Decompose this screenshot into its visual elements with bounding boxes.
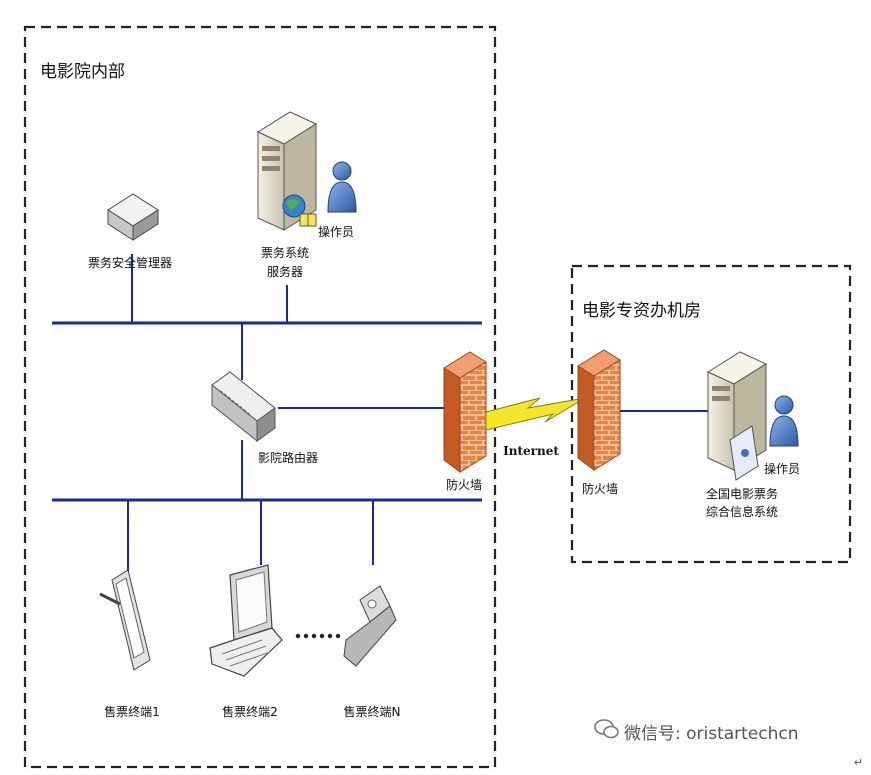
ticket-server-label-1: 票务系统 (260, 246, 310, 260)
ticket-security-manager-icon (107, 193, 159, 241)
terminal-2-icon (209, 564, 283, 677)
ellipsis-dots (295, 633, 341, 639)
ticket-server-icon (256, 111, 318, 231)
cinema-zone-border (23, 25, 497, 769)
operator-2-label: 操作员 (764, 462, 801, 476)
router-icon (211, 371, 276, 443)
national-system-label-2: 综合信息系统 (705, 505, 779, 519)
firewall-cinema-icon (443, 351, 487, 473)
ticket-security-label: 票务安全管理器 (87, 256, 173, 270)
wechat-icon (594, 719, 619, 739)
ticket-server-label-2: 服务器 (266, 265, 304, 279)
operator-2-icon (769, 395, 799, 447)
terminal-1-icon (99, 569, 151, 671)
corner-mark: ↵ (853, 756, 863, 769)
cinema-zone-title: 电影院内部 (40, 62, 125, 82)
ellipsis-label: …… (297, 620, 321, 636)
router-label: 影院路由器 (258, 451, 319, 465)
watermark-text: 微信号: oristartechcn (624, 724, 799, 744)
internet-label: Internet (503, 444, 559, 458)
firewall-cinema-label: 防火墙 (445, 478, 483, 492)
internet-lightning-icon (485, 397, 586, 431)
firewall-office-icon (577, 349, 621, 471)
national-system-label-1: 全国电影票务 (705, 487, 779, 501)
terminal-2-label: 售票终端2 (222, 705, 278, 719)
operator-1-icon (327, 161, 357, 213)
terminal-n-label: 售票终端N (343, 705, 401, 719)
national-system-server-icon (706, 351, 768, 481)
firewall-office-label: 防火墙 (581, 482, 619, 496)
office-zone-border (570, 264, 852, 564)
operator-1-label: 操作员 (318, 225, 355, 239)
office-zone-title: 电影专资办机房 (582, 301, 701, 321)
terminal-n-icon (343, 585, 397, 667)
terminal-1-label: 售票终端1 (104, 705, 160, 719)
